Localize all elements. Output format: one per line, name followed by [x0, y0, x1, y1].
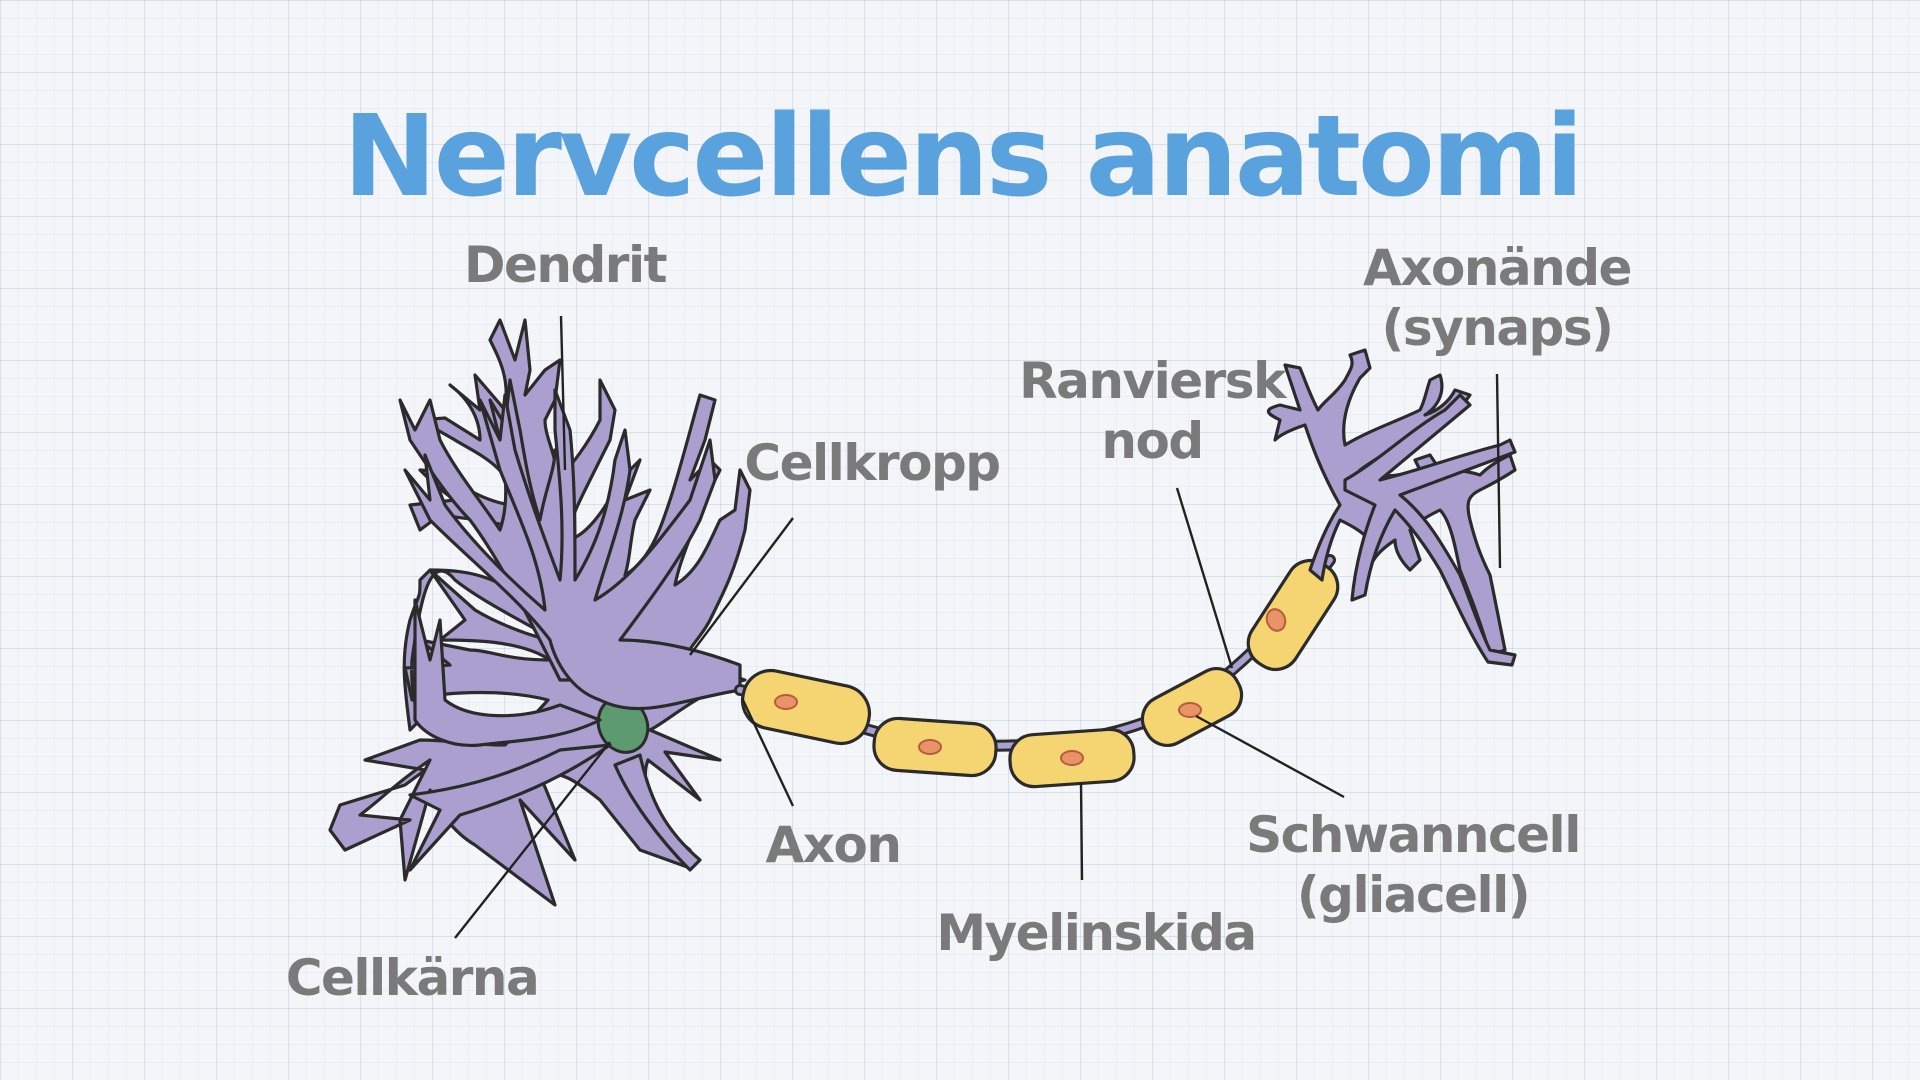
label-ranviersk-line2: nod — [1101, 412, 1202, 470]
myelin-sheath — [740, 558, 1340, 789]
label-schwanncell-line2: (gliacell) — [1297, 866, 1529, 924]
label-myelinskida: Myelinskida — [936, 904, 1255, 962]
leader-axon — [740, 697, 795, 807]
leader-myelinskida — [1079, 781, 1084, 881]
leader-schwanncell — [1195, 714, 1345, 799]
leader-lines — [454, 315, 1502, 939]
leader-axonande — [1495, 373, 1502, 569]
label-cellkarna: Cellkärna — [286, 949, 538, 1007]
schwann-cell — [1008, 727, 1136, 789]
label-cellkropp: Cellkropp — [744, 434, 999, 492]
schwann-cell — [872, 716, 998, 778]
leader-dendrit — [559, 315, 567, 471]
label-ranviersk-line1: Ranviersk — [1019, 352, 1288, 410]
labels: Dendrit Cellkropp Cellkärna Axon Myelins… — [286, 236, 1633, 1007]
leader-ranviersk — [1175, 487, 1234, 669]
label-dendrit: Dendrit — [464, 236, 667, 294]
schwann-cell — [1140, 667, 1244, 747]
label-axonande-line1: Axonände — [1363, 239, 1631, 297]
label-schwanncell-line1: Schwanncell — [1246, 806, 1580, 864]
label-axon: Axon — [766, 816, 901, 874]
dendrites — [403, 388, 742, 872]
leader-cellkropp — [689, 517, 794, 656]
page-title: Nervcellens anatomi — [343, 92, 1581, 222]
schwann-cell — [1246, 558, 1340, 672]
axon-terminal — [1266, 348, 1517, 667]
leader-cellkarna — [454, 741, 611, 939]
schwann-cell — [740, 668, 872, 746]
label-axonande-line2: (synaps) — [1382, 299, 1613, 357]
